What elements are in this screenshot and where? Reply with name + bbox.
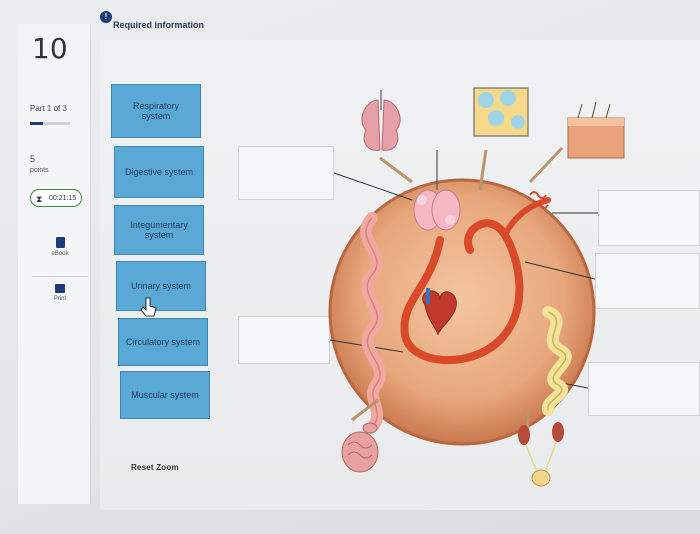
label-integumentary[interactable]: Integumentary system [114,205,204,255]
drop-target-1[interactable] [238,146,334,200]
part-progress-bar [30,122,70,125]
label-circulatory[interactable]: Circulatory system [118,318,208,366]
skin-icon [567,101,625,159]
tool-divider [32,276,88,277]
left-panel [18,24,91,504]
points-value: 5 [30,154,36,164]
vein-shape [426,288,430,304]
question-number: 10 [32,32,68,65]
part-indicator: Part 1 of 3 [30,104,67,113]
label-muscular[interactable]: Muscular system [120,371,210,419]
drop-target-5[interactable] [588,362,700,416]
alert-badge-icon: ! [100,11,112,23]
organ-arrows [351,146,564,428]
cells-icon [473,87,529,137]
intestines-icon [341,422,379,473]
hourglass-icon: ⧗ [36,194,43,204]
part-progress-fill [30,122,44,125]
drop-target-2[interactable] [238,316,330,364]
print-label: Print [53,296,67,302]
lungs-inner-icon [413,150,461,231]
body-circle [328,178,596,446]
drop-target-3[interactable] [598,190,700,246]
timer-value: 00:21:15 [49,195,77,202]
ebook-button[interactable]: eBook [32,237,88,257]
reset-zoom-button[interactable]: Reset Zoom [131,463,179,472]
required-info-title: Required information [113,20,205,30]
print-button[interactable]: Print [32,284,88,302]
lungs-icon [361,90,401,151]
digestive-tract-outline [365,217,381,426]
timer[interactable]: ⧗ 00:21:15 [30,189,82,207]
circulatory-loop-shape [400,219,524,364]
kidneys-icon [518,422,564,487]
print-icon [55,284,65,293]
label-urinary[interactable]: Urinary system [116,261,206,311]
ebook-icon [55,237,65,248]
urinary-tract-outline [547,311,567,411]
points-label: points [30,167,49,174]
skin-vessels-shape [529,191,549,209]
vessel-to-skin-shape [502,197,551,238]
label-respiratory[interactable]: Respiratory system [111,84,201,138]
ebook-label: eBook [51,251,69,257]
label-digestive[interactable]: Digestive system [114,146,204,198]
heart-icon [422,290,457,336]
cursor-hand-icon [140,297,157,317]
